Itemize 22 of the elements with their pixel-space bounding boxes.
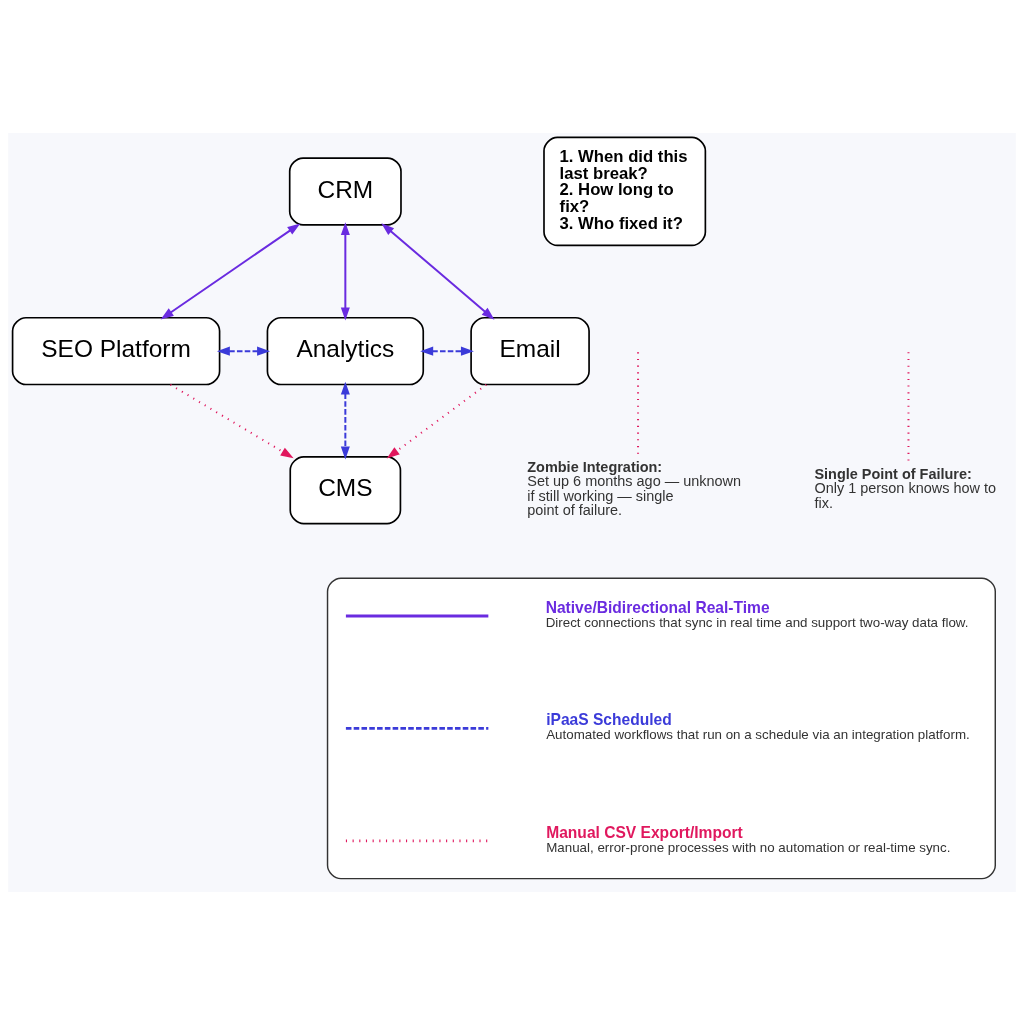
node-box — [326, 576, 996, 879]
arrow — [381, 222, 495, 320]
node-box: 1. When did this last break? 2. How long to fix? 3. Who fixed it? — [543, 136, 707, 246]
node-text: Zombie Integration: Set up 6 months ago — unknown if still working — single point of failure. — [527, 458, 742, 518]
arrow — [169, 383, 294, 458]
legend-label: iPaaS Scheduled — [546, 710, 672, 728]
node-text: Single Point of Failure: Only 1 person knows how to fix. — [814, 465, 996, 511]
label: Automated workflows that run on a schedule via an integration platform. — [546, 726, 970, 742]
node-box: CRM — [288, 156, 402, 226]
arrow — [340, 381, 350, 459]
arrow — [160, 222, 301, 319]
arrow — [216, 346, 270, 356]
arrow — [340, 221, 350, 320]
node-box: CMS — [289, 455, 402, 524]
label: Direct connections that sync in real time and support two-way data flow. — [545, 614, 969, 630]
node-box: SEO Platform — [11, 316, 221, 385]
legend-label: Manual CSV Export/Import — [546, 823, 743, 841]
arrow — [420, 346, 474, 356]
legend-label: Native/Bidirectional Real-Time — [545, 598, 770, 616]
node-box: Email — [470, 316, 590, 385]
arrow — [386, 383, 488, 458]
node-box: Analytics — [266, 316, 425, 385]
